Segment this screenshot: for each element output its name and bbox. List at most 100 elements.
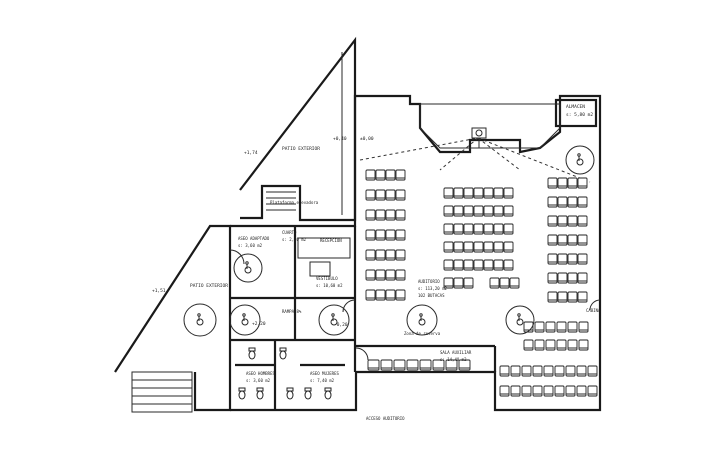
seat [443, 205, 454, 217]
seat [577, 215, 588, 227]
seat [503, 259, 514, 271]
seat [385, 189, 396, 201]
label-reserva: Zona de reserva [404, 331, 441, 336]
label-level-274: +1,74 [244, 150, 258, 156]
seat [547, 291, 558, 303]
seat [493, 241, 504, 253]
seat [556, 321, 567, 333]
seat [473, 259, 484, 271]
seat [419, 359, 432, 371]
seat [395, 169, 406, 181]
seat [443, 259, 454, 271]
seat [395, 189, 406, 201]
door-swing-icon [342, 299, 356, 313]
label-level-020: -0,20 [334, 322, 348, 328]
seat [473, 223, 484, 235]
seat [385, 269, 396, 281]
wheelchair-spaces [183, 145, 595, 337]
seat [567, 291, 578, 303]
seat [453, 259, 464, 271]
seat [523, 339, 534, 351]
seat [577, 196, 588, 208]
seat [577, 234, 588, 246]
seat [567, 272, 578, 284]
wheelchair-icon [505, 305, 535, 335]
seat [554, 385, 565, 397]
label-vestibulo: VESTIBULO [316, 276, 338, 281]
seat [503, 241, 514, 253]
seat [567, 234, 578, 246]
seat [473, 205, 484, 217]
label-vestibulo-area: s: 10,60 m2 [316, 283, 343, 288]
seat [557, 177, 568, 189]
label-level-151: +1,51 [152, 288, 166, 294]
seat [365, 189, 376, 201]
seat [463, 187, 474, 199]
almacen-room [554, 98, 598, 128]
label-level-040: +0,40 [333, 136, 347, 142]
wheelchair-icon [406, 304, 438, 336]
seat [547, 196, 558, 208]
seat [375, 189, 386, 201]
seat [365, 229, 376, 241]
label-cabina: CABINA [586, 308, 601, 313]
seat [367, 359, 380, 371]
seat [375, 249, 386, 261]
seat [532, 365, 543, 377]
label-cuarto: CUARTO [282, 230, 297, 235]
seat [385, 209, 396, 221]
stairs-top [266, 191, 296, 211]
seat [453, 223, 464, 235]
seat [365, 169, 376, 181]
seat [510, 365, 521, 377]
seat [499, 277, 510, 289]
seat [499, 385, 510, 397]
seat [443, 187, 454, 199]
seat [458, 359, 471, 371]
seat [547, 215, 558, 227]
seat [547, 234, 558, 246]
stairs-left [131, 371, 193, 413]
seat [453, 187, 464, 199]
stage-platform [419, 103, 561, 149]
label-cuarto-area: s: 2,10 m2 [282, 237, 307, 242]
wheelchair-icon [233, 253, 263, 283]
seat [578, 321, 589, 333]
seat [483, 223, 494, 235]
toilet-fixture [238, 387, 246, 400]
seat [587, 385, 598, 397]
seat [556, 339, 567, 351]
label-aseo-area: s: 3,60 m2 [238, 243, 263, 248]
seat [510, 385, 521, 397]
seat [503, 187, 514, 199]
seat [587, 365, 598, 377]
toilet-fixture [279, 347, 287, 360]
seat [543, 365, 554, 377]
seat [557, 196, 568, 208]
seat [489, 277, 500, 289]
patio-top-wall [239, 36, 357, 222]
label-recepcion: RECEPCION [320, 238, 342, 243]
label-level-220: +2,20 [252, 321, 266, 327]
seat [545, 321, 556, 333]
seat [375, 209, 386, 221]
seat [395, 229, 406, 241]
label-auditorio: AUDITORIO [418, 279, 440, 284]
seat [463, 259, 474, 271]
seat [493, 259, 504, 271]
toilet-fixture [324, 387, 332, 400]
seat [463, 205, 474, 217]
label-aseo-adaptado: ASEO ADAPTADO [238, 236, 270, 241]
seat [565, 385, 576, 397]
wheelchair-icon [183, 303, 217, 337]
seat [532, 385, 543, 397]
seat [395, 289, 406, 301]
label-auditorio-area: s: 113,20 m2 [418, 286, 447, 291]
seat [375, 169, 386, 181]
main-outer-wall [230, 94, 602, 412]
seat [365, 209, 376, 221]
seat [576, 365, 587, 377]
label-aseo-f-area: s: 7,40 m2 [310, 378, 335, 383]
seat [375, 289, 386, 301]
